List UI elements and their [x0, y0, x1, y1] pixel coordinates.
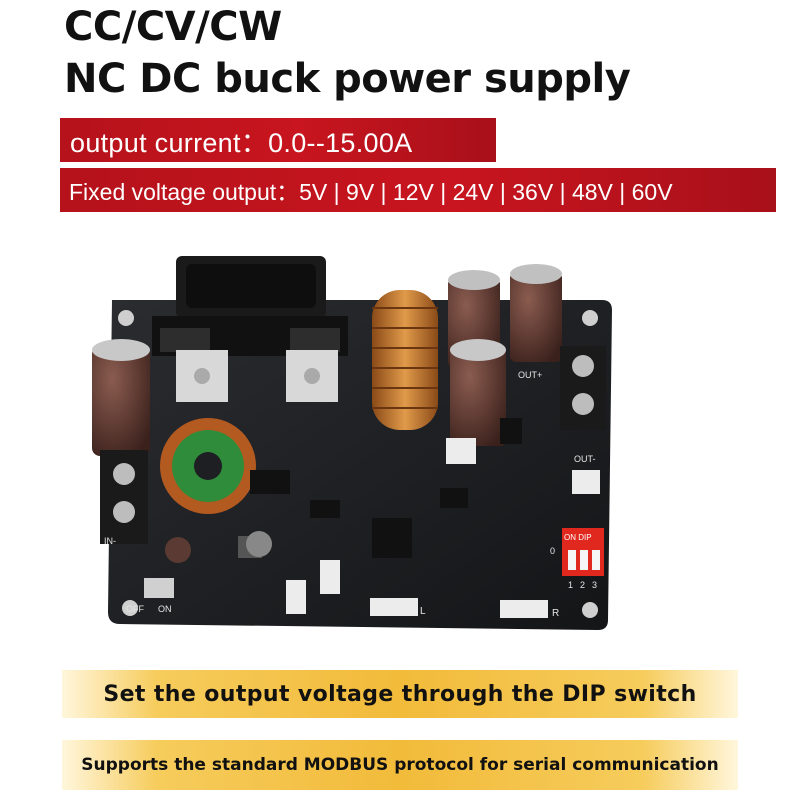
- label-on-dip: ON DIP: [564, 533, 592, 542]
- jst-connector: [320, 560, 340, 594]
- current-spec-text: output current：0.0--15.00A: [70, 127, 413, 158]
- jst-connector-r: [500, 600, 548, 618]
- jst-connector-l: [370, 598, 418, 616]
- modbus-banner: Supports the standard MODBUS protocol fo…: [62, 740, 738, 790]
- small-capacitor: [165, 537, 191, 563]
- label-out-plus: OUT+: [518, 370, 542, 380]
- ic-chip: [440, 488, 468, 508]
- dip-switch-text: Set the output voltage through the DIP s…: [103, 681, 697, 707]
- input-terminal-block: [100, 450, 148, 544]
- small-capacitor: [246, 531, 272, 557]
- label-dip-2: 2: [580, 580, 585, 590]
- label-off: OFF: [126, 604, 144, 614]
- current-spec-banner: output current：0.0--15.00A: [60, 118, 496, 162]
- label-on: ON: [158, 604, 172, 614]
- power-supply-board-photo: OUT+ OUT- IN- ON DIP 1 2 3 0 OFF ON L R: [90, 238, 620, 638]
- ic-chip: [250, 470, 290, 494]
- electrolytic-capacitor-icon: [450, 339, 506, 446]
- label-in-minus: IN-: [104, 536, 116, 546]
- label-port-r: R: [552, 608, 559, 619]
- title-line-2: NC DC buck power supply: [64, 56, 631, 102]
- mount-hole: [582, 310, 598, 326]
- label-out-minus: OUT-: [574, 454, 596, 464]
- electrolytic-capacitor-icon: [510, 264, 562, 362]
- dip-switch-icon: [562, 528, 604, 576]
- input-capacitor-icon: [92, 339, 150, 456]
- mcu-chip: [372, 518, 412, 558]
- input-inductor-icon: [160, 418, 256, 514]
- label-port-l: L: [420, 606, 426, 617]
- jst-connector: [286, 580, 306, 614]
- dip-switch-banner: Set the output voltage through the DIP s…: [62, 670, 738, 718]
- title-line-1: CC/CV/CW: [64, 4, 282, 50]
- ic-chip: [310, 500, 340, 518]
- voltage-spec-text: Fixed voltage output：5V | 9V | 12V | 24V…: [69, 179, 673, 205]
- output-terminal-block: [560, 346, 606, 430]
- label-zero: 0: [550, 546, 555, 556]
- board-illustration: OUT+ OUT- IN- ON DIP 1 2 3 0 OFF ON L R: [92, 256, 612, 630]
- toroid-inductor-icon: [372, 290, 438, 430]
- mount-hole: [582, 602, 598, 618]
- power-switch: [144, 578, 174, 598]
- ic-chip: [500, 418, 522, 444]
- jst-connector: [446, 438, 476, 464]
- mount-hole: [122, 600, 138, 616]
- jst-connector: [572, 470, 600, 494]
- modbus-text: Supports the standard MODBUS protocol fo…: [81, 755, 719, 775]
- voltage-spec-banner: Fixed voltage output：5V | 9V | 12V | 24V…: [60, 168, 776, 212]
- mount-hole: [118, 310, 134, 326]
- label-dip-3: 3: [592, 580, 597, 590]
- heatsink-fan-icon: [152, 256, 348, 356]
- label-dip-1: 1: [568, 580, 573, 590]
